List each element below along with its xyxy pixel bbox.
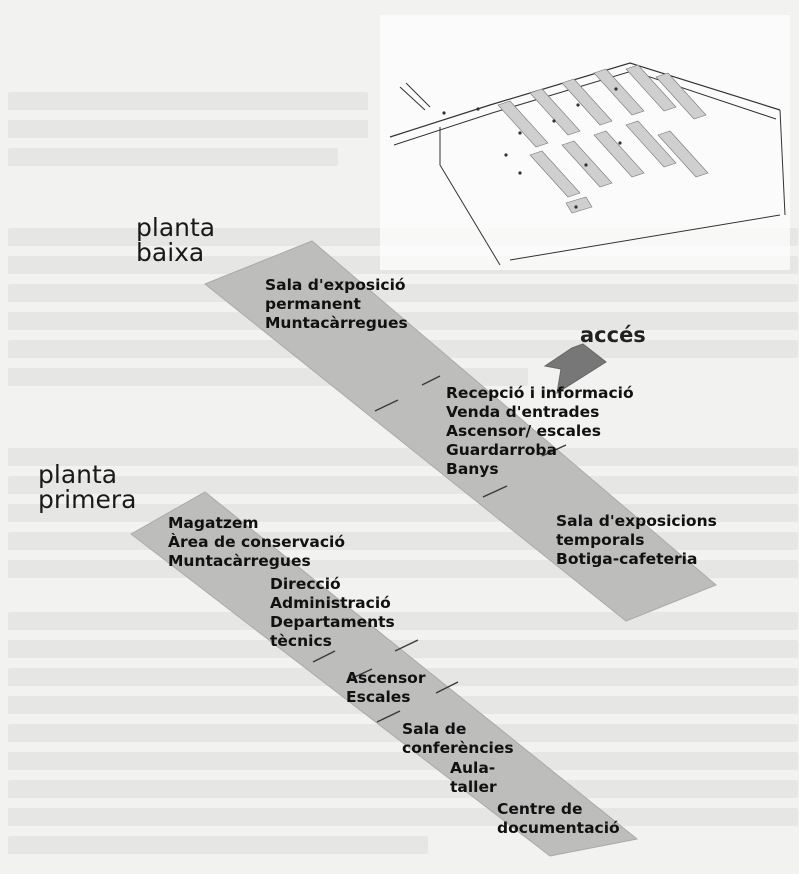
- room-text: Magatzem: [168, 514, 259, 532]
- room-text: Sala d'exposicions: [556, 512, 717, 530]
- room-text: temporals: [556, 531, 645, 549]
- room-lift-stairs: Ascensor Escales: [346, 669, 425, 707]
- room-text: Àrea de conservació: [168, 533, 345, 551]
- first-floor-label-line1: planta: [38, 460, 118, 489]
- site-plan-sketch: [380, 15, 790, 270]
- room-text: permanent: [265, 295, 361, 313]
- room-text: Escales: [346, 688, 411, 706]
- room-text: Sala de: [402, 720, 467, 738]
- room-text: Departaments: [270, 613, 395, 631]
- room-text: Centre de: [497, 800, 583, 818]
- room-text: Direcció: [270, 575, 341, 593]
- room-documentation: Centre de documentació: [497, 800, 620, 838]
- room-text: documentació: [497, 819, 620, 837]
- room-permanent-exhibition: Sala d'exposició permanent Muntacàrregue…: [265, 276, 408, 333]
- first-floor-label-line2: primera: [38, 485, 137, 514]
- room-text: Guardarroba: [446, 441, 557, 459]
- first-floor-slab: [130, 491, 639, 857]
- room-text: Venda d'entrades: [446, 403, 600, 421]
- room-temporary-exhibitions: Sala d'exposicions temporals Botiga-cafe…: [556, 512, 717, 569]
- room-text: Sala d'exposició: [265, 276, 406, 294]
- room-reception: Recepció i informació Venda d'entrades A…: [446, 384, 634, 479]
- room-text: Banys: [446, 460, 499, 478]
- room-text: Botiga-cafeteria: [556, 550, 698, 568]
- entrance-arrow: [543, 343, 607, 395]
- room-text: Ascensor/ escales: [446, 422, 601, 440]
- ground-floor-label-line1: planta: [136, 213, 216, 242]
- room-workshop: Aula- taller: [450, 759, 497, 797]
- room-text: Recepció i informació: [446, 384, 634, 402]
- room-text: taller: [450, 778, 497, 796]
- ground-floor-label-line2: baixa: [136, 238, 205, 267]
- room-text: Administració: [270, 594, 391, 612]
- room-text: Muntacàrregues: [168, 552, 311, 570]
- room-text: conferències: [402, 739, 514, 757]
- room-conference: Sala de conferències: [402, 720, 514, 758]
- room-text: Aula-: [450, 759, 496, 777]
- ground-floor-label: planta baixa: [136, 215, 215, 265]
- room-text: Muntacàrregues: [265, 314, 408, 332]
- first-floor-label: planta primera: [38, 462, 136, 512]
- room-text: Ascensor: [346, 669, 426, 687]
- entrance-label: accés: [580, 323, 646, 347]
- room-management: Direcció Administració Departaments tècn…: [270, 575, 395, 651]
- room-storage: Magatzem Àrea de conservació Muntacàrreg…: [168, 514, 345, 571]
- room-text: tècnics: [270, 632, 332, 650]
- ground-floor-slab: [204, 240, 717, 622]
